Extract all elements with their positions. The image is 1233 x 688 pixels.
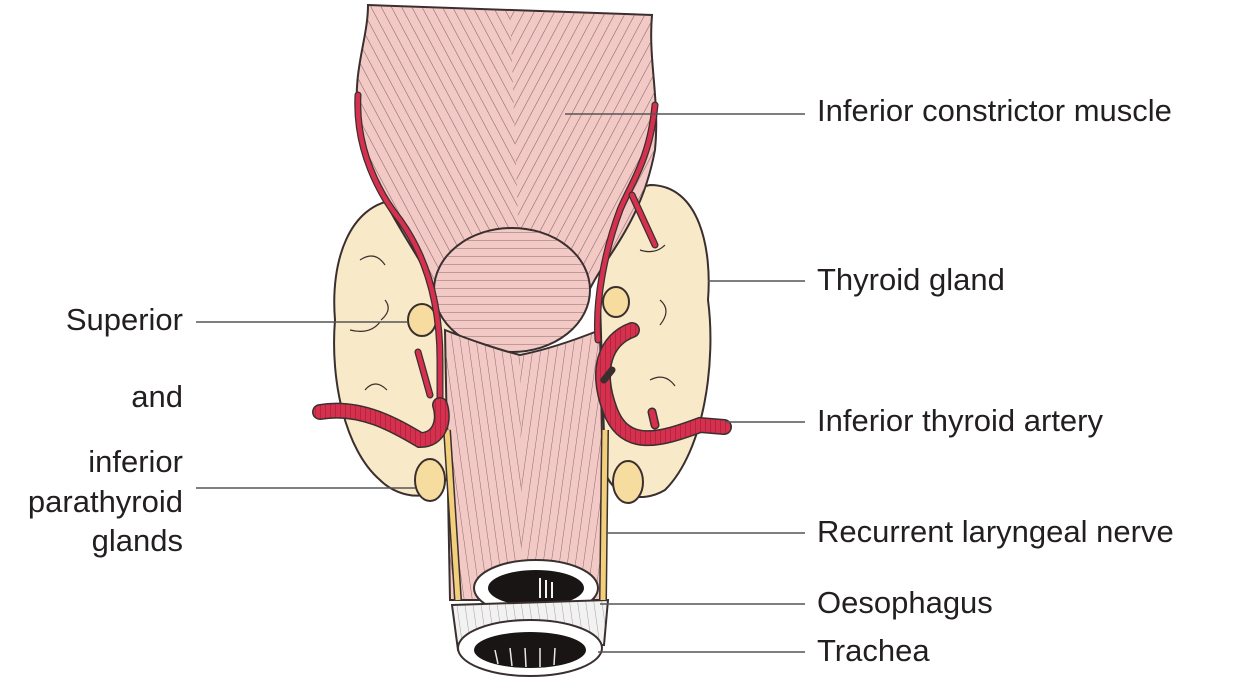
label-thyroid-gland: Thyroid gland xyxy=(817,262,1005,297)
label-parathyroid-glands: glands xyxy=(91,523,183,558)
label-parathyroid-inferior: inferior xyxy=(88,444,183,479)
label-recurrent-laryngeal-nerve: Recurrent laryngeal nerve xyxy=(817,514,1174,549)
recurrent-laryngeal-nerve xyxy=(443,429,609,601)
label-trachea: Trachea xyxy=(817,633,930,668)
parathyroid-glands xyxy=(407,286,644,504)
leader-lines xyxy=(196,113,805,653)
label-oesophagus: Oesophagus xyxy=(817,585,993,620)
inferior-thyroid-artery xyxy=(312,91,732,449)
label-inferior-constrictor-muscle: Inferior constrictor muscle xyxy=(817,93,1172,128)
label-parathyroid-and: and xyxy=(131,379,183,414)
label-parathyroid-superior: Superior xyxy=(65,302,183,337)
inferior-constrictor-muscle xyxy=(355,3,658,353)
label-inferior-thyroid-artery: Inferior thyroid artery xyxy=(817,403,1103,438)
label-parathyroid-parathyroid: parathyroid xyxy=(27,484,183,519)
trachea xyxy=(450,598,610,677)
oesophagus xyxy=(443,328,607,617)
